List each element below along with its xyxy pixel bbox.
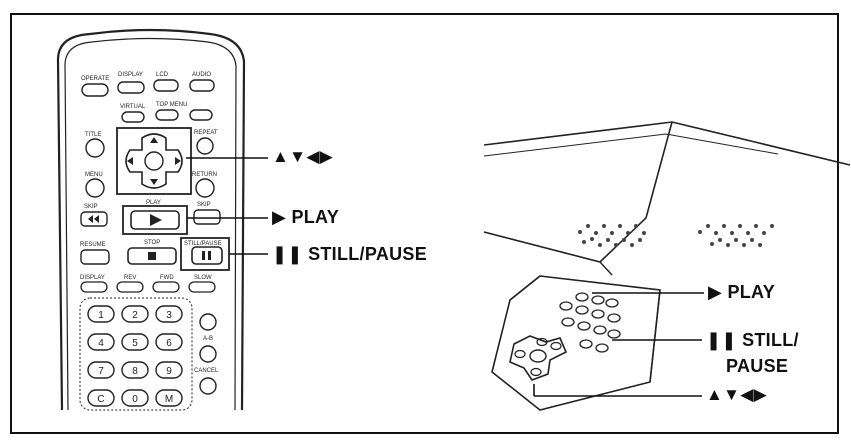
still-pause-label-remote: ❚❚ STILL/PAUSE xyxy=(272,244,428,264)
lcd-label: LCD xyxy=(156,72,169,78)
remote-button-labels: OPERATE DISPLAY LCD AUDIO VIRTUAL TOP ME… xyxy=(80,72,222,374)
svg-text:3: 3 xyxy=(166,310,172,321)
display-mode-label-a: DISPLAY xyxy=(118,72,143,78)
still-pause-label: STILL/PAUSE xyxy=(184,241,222,247)
svg-text:C: C xyxy=(97,394,104,405)
audio-label: AUDIO xyxy=(192,72,211,78)
cancel-label: CANCEL xyxy=(194,368,219,374)
svg-text:8: 8 xyxy=(132,366,138,377)
repeat-label: REPEAT xyxy=(194,130,218,136)
stop-label: STOP xyxy=(144,240,160,246)
title-label: TITLE xyxy=(85,132,101,138)
play-label-remote: ▶ PLAY xyxy=(272,207,339,227)
skip-right-label: SKIP xyxy=(197,202,211,208)
still-label-unit-line2: PAUSE xyxy=(726,356,789,376)
svg-text:2: 2 xyxy=(132,310,138,321)
slow-label: SLOW xyxy=(194,275,212,281)
svg-text:5: 5 xyxy=(132,338,138,349)
portable-player xyxy=(483,121,851,411)
remote-control xyxy=(56,28,246,411)
ab-label: A-B xyxy=(203,336,213,342)
still-label-unit-line1: ❚❚ STILL/ xyxy=(706,330,799,350)
svg-text:6: 6 xyxy=(166,338,172,349)
skip-left-label: SKIP xyxy=(84,204,98,210)
figure-frame xyxy=(10,13,839,434)
display-label: DISPLAY xyxy=(80,275,105,281)
svg-text:1: 1 xyxy=(98,310,104,321)
svg-text:9: 9 xyxy=(166,366,172,377)
svg-text:0: 0 xyxy=(132,394,138,405)
number-keys: 1 2 3 4 5 6 7 8 9 C 0 M xyxy=(97,310,173,405)
svg-text:4: 4 xyxy=(98,338,104,349)
menu-label: MENU xyxy=(85,172,103,178)
return-label: RETURN xyxy=(192,172,217,178)
cursor-buttons-label-unit: ▲▼◀▶ xyxy=(706,385,767,404)
top-menu-label: TOP MENU xyxy=(156,102,187,108)
play-label-unit: ▶ PLAY xyxy=(708,282,775,302)
svg-text:M: M xyxy=(165,394,173,405)
remote-callout-lines xyxy=(186,157,268,255)
virtual-label: VIRTUAL xyxy=(120,104,146,110)
unit-callout-lines xyxy=(533,292,704,397)
rev-label: REV xyxy=(124,275,136,281)
resume-label: RESUME xyxy=(80,242,106,248)
cursor-buttons-label-remote: ▲▼◀▶ xyxy=(272,147,333,166)
svg-text:7: 7 xyxy=(98,366,104,377)
fwd-label: FWD xyxy=(160,275,174,281)
operate-label: OPERATE xyxy=(81,76,109,82)
play-label: PLAY xyxy=(146,200,161,206)
